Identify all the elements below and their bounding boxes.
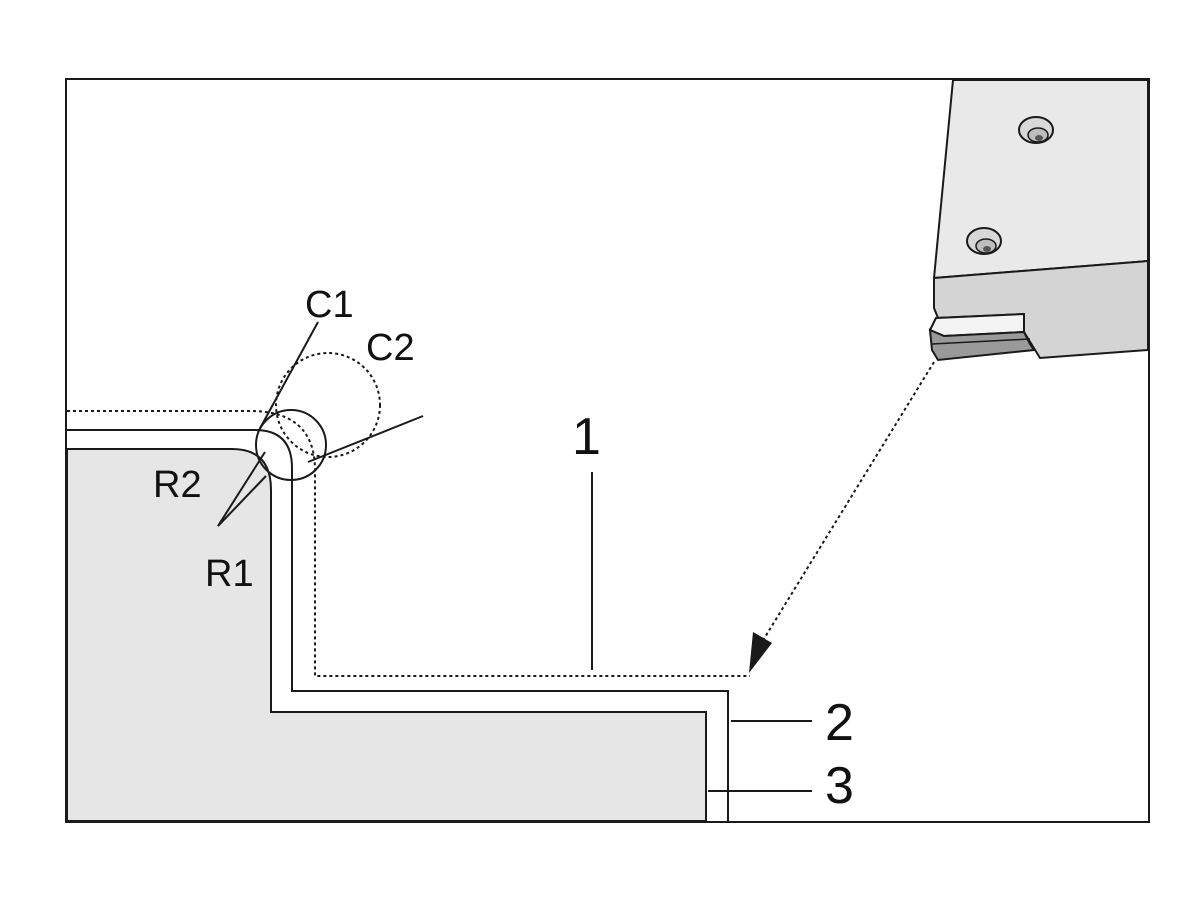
label-2: 2 <box>825 694 854 752</box>
leader-r1 <box>217 475 267 527</box>
tool-tangent-right <box>307 415 424 463</box>
lathe-tool-holder-icon <box>928 79 1149 362</box>
approach-path-arrow <box>761 361 935 643</box>
label-r2: R2 <box>153 464 202 506</box>
insert-side <box>928 328 1036 362</box>
leader-r2 <box>217 451 266 527</box>
mounting-screw-icon <box>1018 116 1054 144</box>
label-c1: C1 <box>305 284 354 326</box>
holder-top-face <box>932 79 1149 280</box>
tool-nose-circle-c2 <box>275 352 381 458</box>
label-r1: R1 <box>205 553 254 595</box>
insert-edge <box>931 338 1031 345</box>
tool-nose-circle-c1 <box>255 409 327 481</box>
label-1: 1 <box>572 408 601 466</box>
label-3: 3 <box>825 757 854 815</box>
label-c2: C2 <box>366 327 415 369</box>
tool-tangent-left <box>257 321 319 433</box>
mounting-screw-icon <box>966 227 1002 255</box>
approach-arrowhead <box>749 632 772 673</box>
